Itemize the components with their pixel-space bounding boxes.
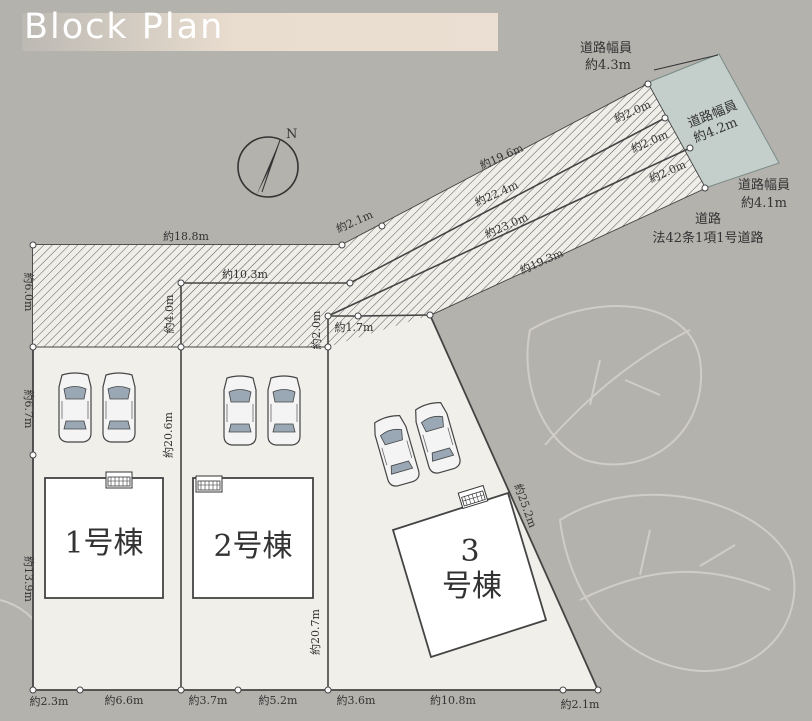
dim-top-10-3: 約10.3m <box>222 267 268 281</box>
inner-boundary-1 <box>180 117 666 347</box>
house-3-label-suffix: 号棟 <box>442 569 502 604</box>
grate-icon-1 <box>105 471 133 489</box>
access-path-area <box>33 84 705 347</box>
dim-left-13-9: 約13.9m <box>22 556 36 602</box>
dim-bottom-3-6: 約3.6m <box>337 693 376 707</box>
dim-bottom-2-3: 約2.3m <box>30 694 69 708</box>
car-lot2-b <box>267 375 301 446</box>
compass-north-letter: N <box>286 127 297 142</box>
dim-bottom-10-8: 約10.8m <box>430 693 476 707</box>
dim-mid-20-7: 約20.7m <box>308 608 322 654</box>
road-width-label-1: 道路幅員 <box>580 40 632 56</box>
page-title: Block Plan <box>24 7 225 47</box>
dim-left-4-0: 約4.0m <box>162 294 176 333</box>
decorative-leaves <box>0 305 796 691</box>
dim-left-6-0: 約6.0m <box>22 273 36 312</box>
dim-mid-1-7: 約1.7m <box>335 320 374 334</box>
road-annotations: 道路幅員 約4.3m 道路幅員 約4.2m 道路幅員 約4.1m 道路 法42条… <box>580 40 790 246</box>
road-name: 道路 <box>695 211 721 227</box>
house-2-footprint <box>192 477 314 599</box>
house-2-label: 2号棟 <box>213 529 292 564</box>
house-3-label-num: 3 <box>460 534 479 569</box>
dim-bottom-6-6: 約6.6m <box>105 693 144 707</box>
title-banner <box>22 13 498 51</box>
road-type: 法42条1項1号道路 <box>652 230 763 246</box>
house-1-footprint <box>44 477 164 599</box>
car-lot2-a <box>223 375 257 446</box>
grate-icon-2 <box>195 475 223 493</box>
dim-bottom-3-7: 約3.7m <box>189 693 228 707</box>
road-width-1: 約4.3m <box>585 58 631 73</box>
car-lot1-a <box>58 372 92 443</box>
dim-bottom-2-1: 約2.1m <box>561 697 600 711</box>
compass-icon: N <box>237 127 299 198</box>
dim-mid-2-0: 約2.0m <box>309 310 323 349</box>
road-width-label-3: 道路幅員 <box>738 177 790 193</box>
inner-boundary-2 <box>327 314 431 690</box>
car-lot1-b <box>102 372 136 443</box>
road-width-3: 約4.1m <box>741 196 787 211</box>
dim-left-6-7: 約6.7m <box>22 390 36 429</box>
dim-mid-20-6: 約20.6m <box>161 411 175 457</box>
dim-bottom-5-2: 約5.2m <box>259 693 298 707</box>
dim-top-18-8: 約18.8m <box>163 229 209 243</box>
house-1-label: 1号棟 <box>64 526 143 561</box>
